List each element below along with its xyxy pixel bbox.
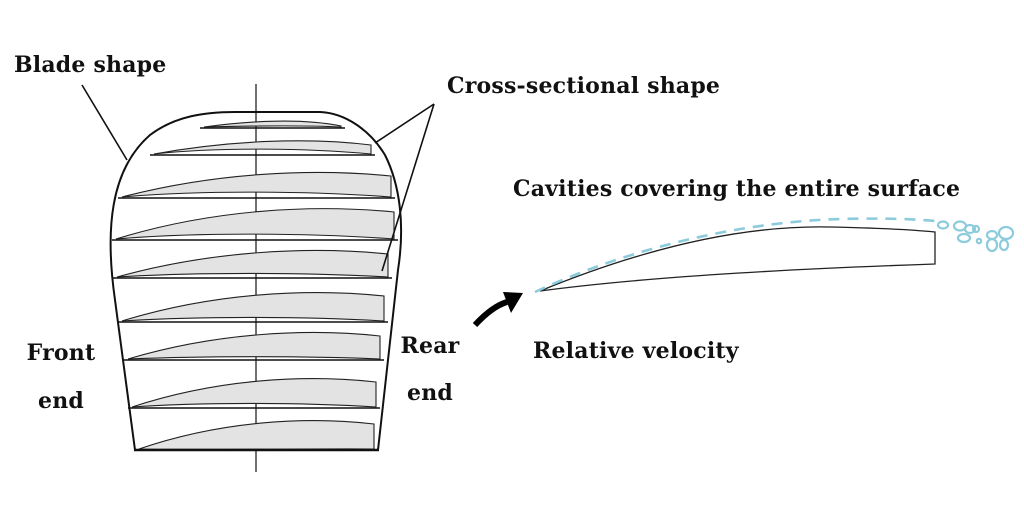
rear-end-label-line1: Rear <box>400 333 460 359</box>
blade-cross-section <box>115 208 395 240</box>
blade-cross-section <box>203 120 342 128</box>
relative-velocity-label: Relative velocity <box>533 338 739 364</box>
relative-velocity-arrow <box>472 299 508 328</box>
rear-end-label-line2: end <box>407 380 453 406</box>
front-end-label-line2: end <box>38 388 84 414</box>
cavity-boundary-dashed <box>534 217 936 294</box>
cross-section-leader-1 <box>374 103 435 144</box>
blade-cross-section <box>131 378 377 408</box>
cavity-bubbles <box>936 220 1015 253</box>
cross-section-leader-2 <box>381 103 435 272</box>
blade-cross-section <box>121 292 385 322</box>
front-end-label-line1: Front <box>26 340 96 366</box>
blade-cross-section <box>153 140 372 155</box>
cross-sectional-shape-label: Cross-sectional shape <box>447 73 721 99</box>
blade-shape-label: Blade shape <box>14 52 167 78</box>
blade-cross-section <box>121 171 392 198</box>
blade-cross-section <box>127 331 381 360</box>
blade-sections <box>112 120 398 451</box>
blade-cross-section <box>116 249 389 278</box>
blade-outline <box>109 111 403 451</box>
blade-cross-section <box>138 420 375 450</box>
arrow-head-icon <box>503 292 523 313</box>
blade-shape-leader <box>81 84 128 161</box>
airfoil-section <box>539 226 936 292</box>
cavities-label: Cavities covering the entire surface <box>513 176 961 202</box>
